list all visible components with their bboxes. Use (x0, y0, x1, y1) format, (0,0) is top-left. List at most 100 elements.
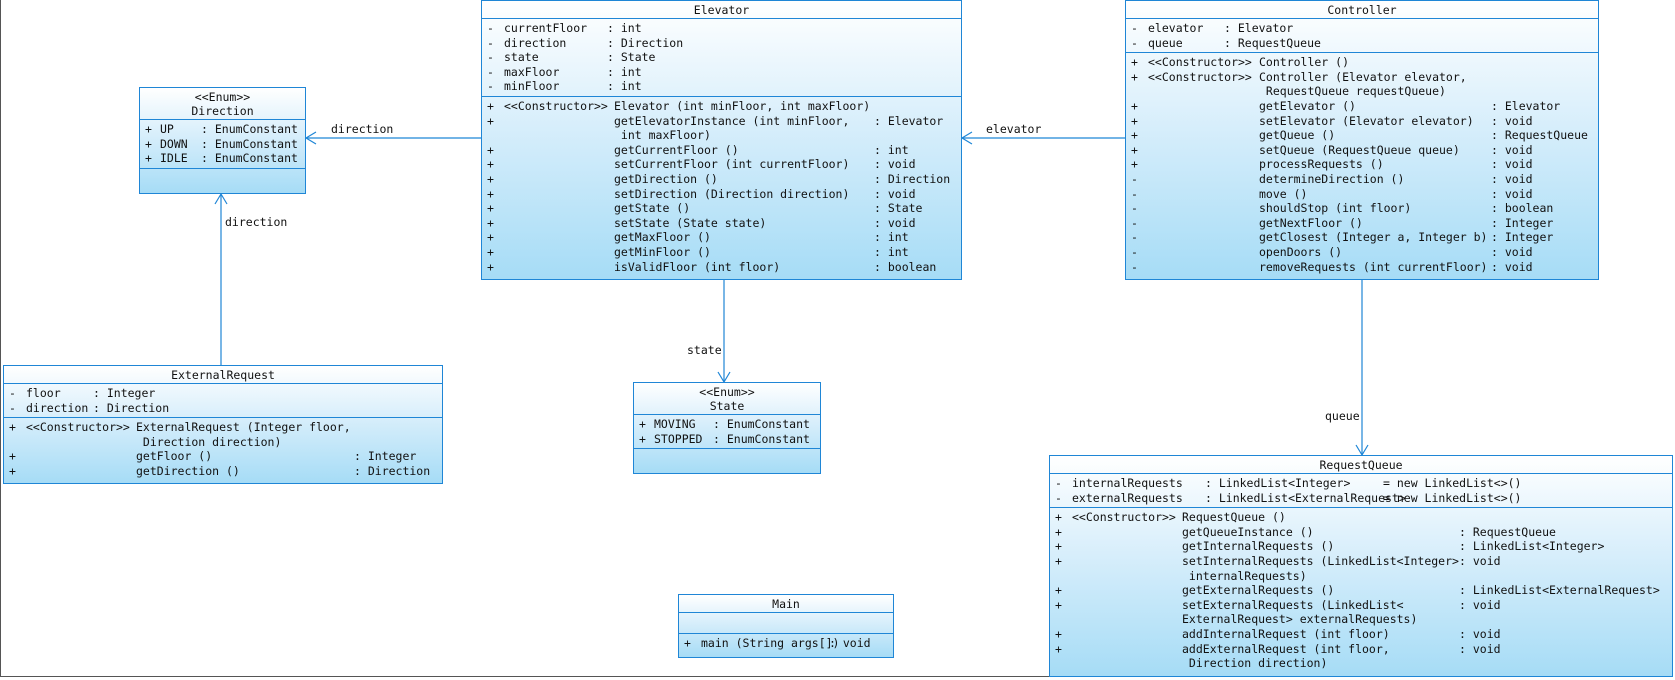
class-name: State (709, 399, 745, 413)
member-sig: getExternalRequests () (1182, 583, 1335, 598)
class-controller[interactable]: Controller -elevator: Elevator-queue: Re… (1125, 0, 1599, 280)
member-row: internalRequests) (1050, 569, 1672, 584)
member-row: -minFloor: int (482, 79, 961, 94)
class-elevator[interactable]: Elevator -currentFloor: int-direction: D… (481, 0, 962, 280)
member-row: +isValidFloor (int floor): boolean (482, 260, 961, 275)
member-row: -direction: Direction (482, 36, 961, 51)
member-sig: removeRequests (int currentFloor) (1259, 259, 1488, 274)
member-ret: : Elevator (874, 113, 944, 128)
member-vis: + (1055, 510, 1062, 525)
member-ret: : void (1459, 597, 1501, 612)
member-ret: : void (1491, 142, 1533, 157)
member-sig: getState () (614, 201, 691, 216)
member-ret: : void (1459, 641, 1501, 656)
attributes-section: +UP: EnumConstant+DOWN: EnumConstant+IDL… (140, 120, 305, 169)
member-row: +<<Constructor>>ExternalRequest (Integer… (4, 420, 442, 435)
member-vis: + (145, 151, 152, 166)
member-init: = new LinkedList<>() (1383, 476, 1522, 490)
member-type: : EnumConstant (201, 151, 298, 166)
member-sig: getClosest (Integer a, Integer b) (1259, 230, 1488, 245)
member-ret: : void (829, 636, 871, 650)
member-ret: : State (874, 201, 923, 216)
member-ret: : Integer (1491, 230, 1554, 245)
member-sig: getFloor () (136, 449, 213, 464)
member-vis: + (487, 201, 494, 216)
member-vis: - (9, 386, 16, 400)
member-vis: + (1055, 626, 1062, 641)
member-type: : Direction (93, 400, 170, 415)
member-type: : Direction (607, 35, 684, 50)
member-type: : EnumConstant (201, 136, 298, 151)
member-row: -move (): void (1126, 187, 1598, 202)
class-request-queue[interactable]: RequestQueue -internalRequests: LinkedLi… (1049, 455, 1673, 677)
member-type: : int (607, 21, 642, 35)
operations-section (634, 449, 820, 469)
member-sig: setElevator (Elevator elevator) (1259, 113, 1474, 128)
member-sig: Controller () (1259, 55, 1350, 70)
member-sig: move () (1259, 186, 1308, 201)
assoc-label-controller-elevator: elevator (986, 122, 1042, 136)
member-ret: : LinkedList<Integer> (1459, 539, 1605, 554)
member-ret: : Integer (354, 449, 417, 464)
attributes-section: -internalRequests: LinkedList<Integer>= … (1050, 474, 1672, 509)
operations-section: +<<Constructor>>ExternalRequest (Integer… (4, 418, 442, 480)
member-sig: getMinFloor () (614, 244, 711, 259)
attributes-section: -elevator: Elevator-queue: RequestQueue (1126, 19, 1598, 54)
member-row: +setDirection (Direction direction): voi… (482, 187, 961, 202)
member-name: direction (26, 400, 89, 415)
member-ret: : void (1491, 171, 1533, 186)
member-ret: : void (1491, 113, 1533, 128)
class-main[interactable]: Main +main (String args[]): void (678, 594, 894, 658)
member-ret: : int (874, 142, 909, 157)
member-row: +getFloor (): Integer (4, 449, 442, 464)
member-row: +getElevator (): Elevator (1126, 99, 1598, 114)
member-type: : State (607, 50, 656, 65)
member-row: -floor: Integer (4, 386, 442, 401)
operations-section (140, 169, 305, 189)
member-stereo: <<Constructor>> (26, 420, 130, 435)
enum-direction[interactable]: <<Enum>> Direction +UP: EnumConstant+DOW… (139, 87, 306, 194)
member-ret: : void (1491, 244, 1533, 259)
member-row: +getDirection (): Direction (482, 172, 961, 187)
member-vis: - (1131, 186, 1138, 201)
member-row: +setExternalRequests (LinkedList<: void (1050, 598, 1672, 613)
member-vis: - (1131, 244, 1138, 259)
enum-state[interactable]: <<Enum>> State +MOVING: EnumConstant+STO… (633, 382, 821, 474)
member-stereo: <<Constructor>> (1148, 69, 1252, 84)
member-sig: getMaxFloor () (614, 230, 711, 245)
member-vis: + (9, 463, 16, 478)
member-row: +<<Constructor>>Controller () (1126, 55, 1598, 70)
member-sig: setExternalRequests (LinkedList< (1182, 597, 1404, 612)
member-sig: setQueue (RequestQueue queue) (1259, 142, 1460, 157)
member-sig: int maxFloor) (614, 128, 711, 143)
member-ret: : void (1459, 553, 1501, 568)
member-row: +IDLE: EnumConstant (140, 151, 305, 166)
member-ret: : RequestQueue (1459, 524, 1556, 539)
member-vis: + (1131, 157, 1138, 172)
member-vis: + (487, 186, 494, 201)
member-sig: setDirection (Direction direction) (614, 186, 850, 201)
member-sig: determineDirection () (1259, 171, 1405, 186)
member-sig: setInternalRequests (LinkedList<Integer> (1182, 553, 1459, 568)
member-vis: + (487, 157, 494, 172)
member-row: -direction: Direction (4, 401, 442, 416)
member-row: -state: State (482, 50, 961, 65)
member-type: : EnumConstant (713, 431, 810, 446)
member-vis: + (1055, 641, 1062, 656)
member-vis: + (487, 259, 494, 274)
attributes-section: -floor: Integer-direction : Direction (4, 384, 442, 419)
class-external-request[interactable]: ExternalRequest -floor: Integer-directio… (3, 365, 443, 484)
attributes-section: -currentFloor: int-direction: Direction-… (482, 19, 961, 97)
member-vis: - (1131, 230, 1138, 245)
member-vis: + (487, 215, 494, 230)
member-sig: setCurrentFloor (int currentFloor) (614, 157, 850, 172)
member-vis: + (1055, 583, 1062, 598)
member-vis: + (639, 431, 646, 446)
member-row: int maxFloor) (482, 128, 961, 143)
member-vis: - (1131, 259, 1138, 274)
member-vis: + (684, 636, 691, 650)
member-ret: : Direction (354, 463, 431, 478)
member-row: +processRequests (): void (1126, 157, 1598, 172)
member-row: +UP: EnumConstant (140, 122, 305, 137)
